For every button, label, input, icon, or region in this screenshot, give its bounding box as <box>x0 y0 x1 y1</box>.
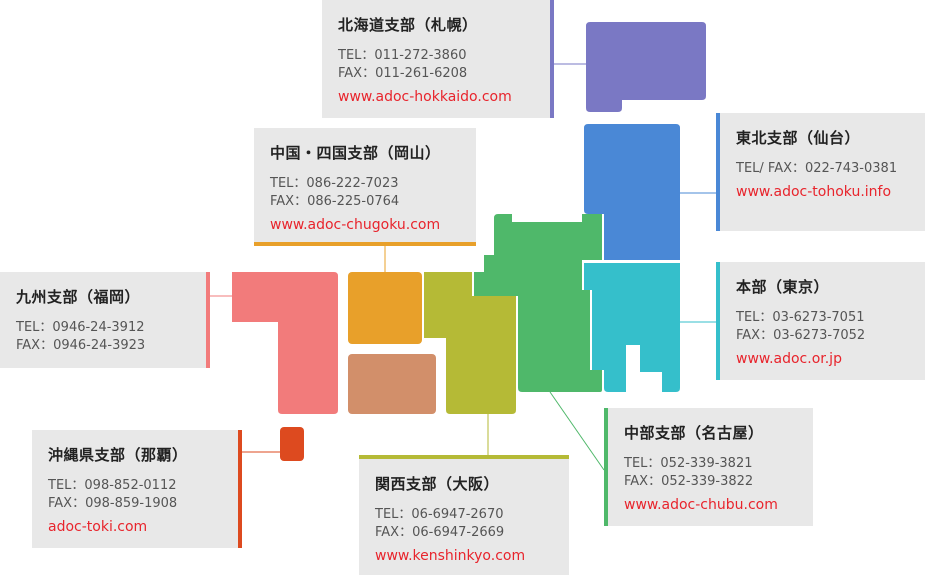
branch-box-kansai: 関西支部（大阪） TEL：06-6947-2670 FAX：06-6947-26… <box>359 455 569 575</box>
branch-link-chubu[interactable]: www.adoc-chubu.com <box>624 497 778 513</box>
region-tohoku[interactable] <box>584 124 680 260</box>
branch-link-okinawa[interactable]: adoc-toki.com <box>48 519 148 535</box>
branch-name-kyushu: 九州支部（福岡） <box>16 288 141 306</box>
branch-tel-honbu: TEL：03-6273-7051 <box>736 310 865 325</box>
branch-telfax-tohoku: TEL/ FAX：022-743-0381 <box>736 161 898 176</box>
branch-box-chugoku: 中国・四国支部（岡山） TEL：086-222-7023 FAX：086-225… <box>254 128 476 246</box>
branch-link-chugoku[interactable]: www.adoc-chugoku.com <box>270 217 441 233</box>
branch-tel-kansai: TEL：06-6947-2670 <box>375 507 504 522</box>
branch-tel-chubu: TEL：052-339-3821 <box>624 456 753 471</box>
branch-fax-chubu: FAX：052-339-3822 <box>624 474 754 489</box>
region-hokkaido[interactable] <box>586 22 706 112</box>
branch-link-kansai[interactable]: www.kenshinkyo.com <box>375 548 526 564</box>
branch-link-tohoku[interactable]: www.adoc-tohoku.info <box>736 184 892 200</box>
connector-chubu <box>549 391 605 471</box>
region-chubu[interactable] <box>474 214 602 392</box>
branch-link-hokkaido[interactable]: www.adoc-hokkaido.com <box>338 89 512 105</box>
branch-tel-okinawa: TEL：098-852-0112 <box>48 478 177 493</box>
branch-fax-hokkaido: FAX：011-261-6208 <box>338 66 468 81</box>
branch-tel-chugoku: TEL：086-222-7023 <box>270 176 399 191</box>
branch-name-chugoku: 中国・四国支部（岡山） <box>270 144 441 162</box>
branch-tel-hokkaido: TEL：011-272-3860 <box>338 48 467 63</box>
region-kanto[interactable] <box>584 263 680 392</box>
branch-name-honbu: 本部（東京） <box>736 278 830 296</box>
branch-box-tohoku: 東北支部（仙台） TEL/ FAX：022-743-0381 www.adoc-… <box>716 113 925 231</box>
branch-fax-chugoku: FAX：086-225-0764 <box>270 194 400 209</box>
branch-name-tohoku: 東北支部（仙台） <box>736 129 861 147</box>
branch-tel-kyushu: TEL：0946-24-3912 <box>16 320 145 335</box>
region-kansai[interactable] <box>424 272 516 414</box>
branch-box-kyushu: 九州支部（福岡） TEL：0946-24-3912 FAX：0946-24-39… <box>0 272 210 368</box>
region-kyushu[interactable] <box>232 272 338 414</box>
region-shikoku[interactable] <box>348 354 436 414</box>
branch-box-chubu: 中部支部（名古屋） TEL：052-339-3821 FAX：052-339-3… <box>604 408 813 526</box>
branch-name-okinawa: 沖縄県支部（那覇） <box>48 446 188 464</box>
branch-fax-kyushu: FAX：0946-24-3923 <box>16 338 146 353</box>
branch-fax-honbu: FAX：03-6273-7052 <box>736 328 866 343</box>
branch-fax-kansai: FAX：06-6947-2669 <box>375 525 505 540</box>
branch-box-hokkaido: 北海道支部（札幌） TEL：011-272-3860 FAX：011-261-6… <box>322 0 554 118</box>
region-okinawa[interactable] <box>280 427 304 461</box>
region-chugoku[interactable] <box>348 272 422 344</box>
branch-box-okinawa: 沖縄県支部（那覇） TEL：098-852-0112 FAX：098-859-1… <box>32 430 242 548</box>
branch-name-chubu: 中部支部（名古屋） <box>624 424 764 442</box>
branch-name-kansai: 関西支部（大阪） <box>375 475 500 493</box>
branch-box-honbu: 本部（東京） TEL：03-6273-7051 FAX：03-6273-7052… <box>716 262 925 380</box>
branch-link-honbu[interactable]: www.adoc.or.jp <box>736 351 842 367</box>
branch-name-hokkaido: 北海道支部（札幌） <box>338 16 478 34</box>
branch-fax-okinawa: FAX：098-859-1908 <box>48 496 178 511</box>
